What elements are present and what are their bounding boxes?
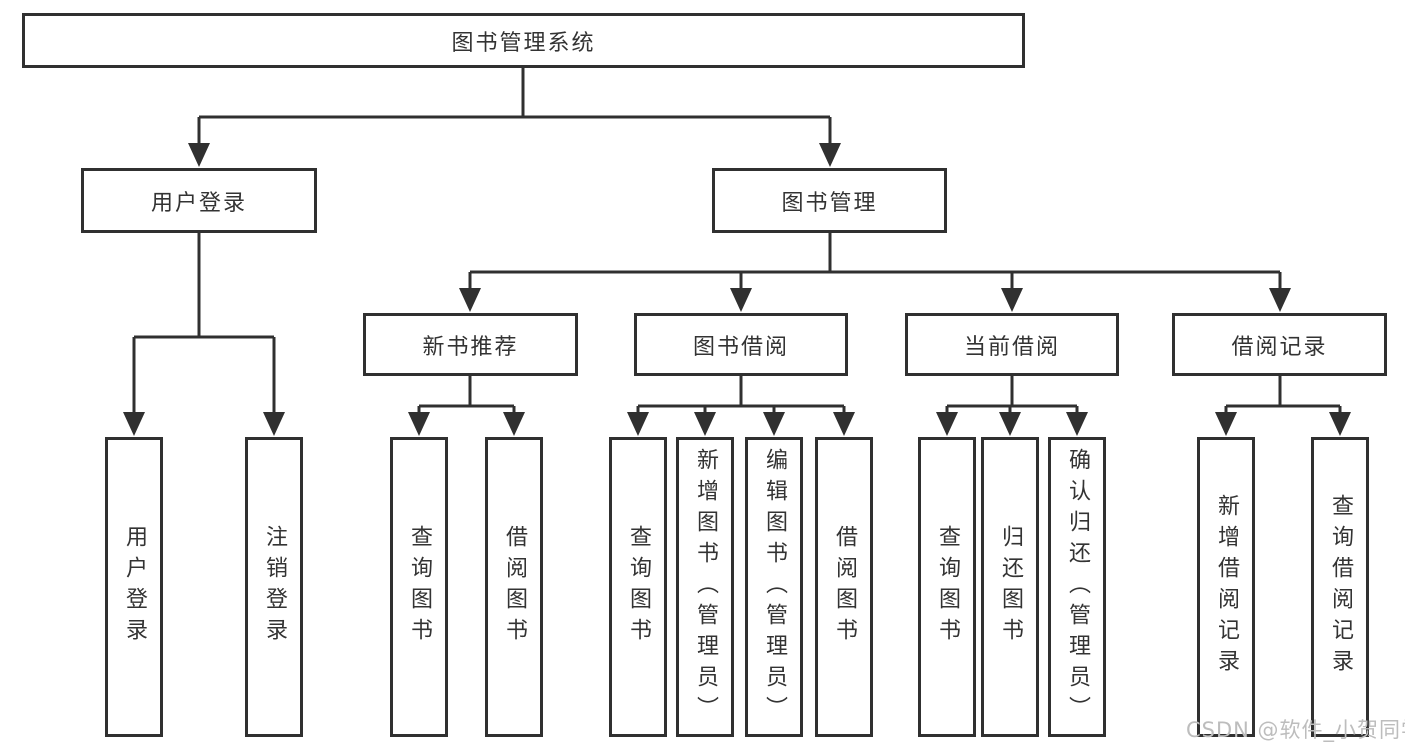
node-label: 新书推荐	[422, 334, 519, 360]
arrowheads	[123, 143, 1351, 436]
node-label: 归还图书	[998, 525, 1023, 649]
leaf-query-books-current: 查询图书	[918, 437, 976, 737]
leaf-query-borrow-record: 查询借阅记录	[1311, 437, 1369, 737]
leaf-logout: 注销登录	[245, 437, 303, 737]
node-label: 图书借阅	[692, 334, 789, 360]
leaf-add-books-admin: 新增图书（管理员）	[676, 437, 734, 737]
node-label: 当前借阅	[963, 334, 1060, 360]
node-label: 图书管理系统	[451, 30, 596, 56]
node-label: 新增借阅记录	[1214, 494, 1239, 680]
node-label: 图书管理	[781, 190, 878, 216]
leaf-user-login: 用户登录	[105, 437, 163, 737]
leaf-query-books-borrow: 查询图书	[609, 437, 667, 737]
node-label: 查询借阅记录	[1328, 494, 1353, 680]
csdn-watermark: CSDN @软件_小贺同学	[1186, 718, 1405, 742]
node-label: 编辑图书（管理员）	[762, 447, 787, 727]
node-new-book-recommend: 新书推荐	[363, 313, 578, 376]
node-label: 用户登录	[150, 190, 247, 216]
leaf-borrow-books: 借阅图书	[815, 437, 873, 737]
node-book-management: 图书管理	[712, 168, 947, 233]
node-borrow-records: 借阅记录	[1172, 313, 1387, 376]
node-user-login: 用户登录	[81, 168, 317, 233]
leaf-borrow-books-recommend: 借阅图书	[485, 437, 543, 737]
node-root-library-system: 图书管理系统	[22, 13, 1025, 68]
node-current-borrow: 当前借阅	[905, 313, 1119, 376]
leaf-confirm-return-admin: 确认归还（管理员）	[1048, 437, 1106, 737]
connector-lines	[132, 68, 1342, 414]
leaf-edit-books-admin: 编辑图书（管理员）	[745, 437, 803, 737]
node-label: 注销登录	[262, 525, 287, 649]
leaf-add-borrow-record: 新增借阅记录	[1197, 437, 1255, 737]
node-book-borrow: 图书借阅	[634, 313, 848, 376]
leaf-return-books: 归还图书	[981, 437, 1039, 737]
node-label: 借阅图书	[502, 525, 527, 649]
node-label: 新增图书（管理员）	[693, 447, 718, 727]
leaf-query-books-recommend: 查询图书	[390, 437, 448, 737]
node-label: 查询图书	[935, 525, 960, 649]
node-label: 借阅图书	[832, 525, 857, 649]
node-label: 确认归还（管理员）	[1065, 447, 1090, 727]
node-label: 查询图书	[407, 525, 432, 649]
node-label: 用户登录	[122, 525, 147, 649]
node-label: 查询图书	[626, 525, 651, 649]
node-label: 借阅记录	[1231, 334, 1328, 360]
